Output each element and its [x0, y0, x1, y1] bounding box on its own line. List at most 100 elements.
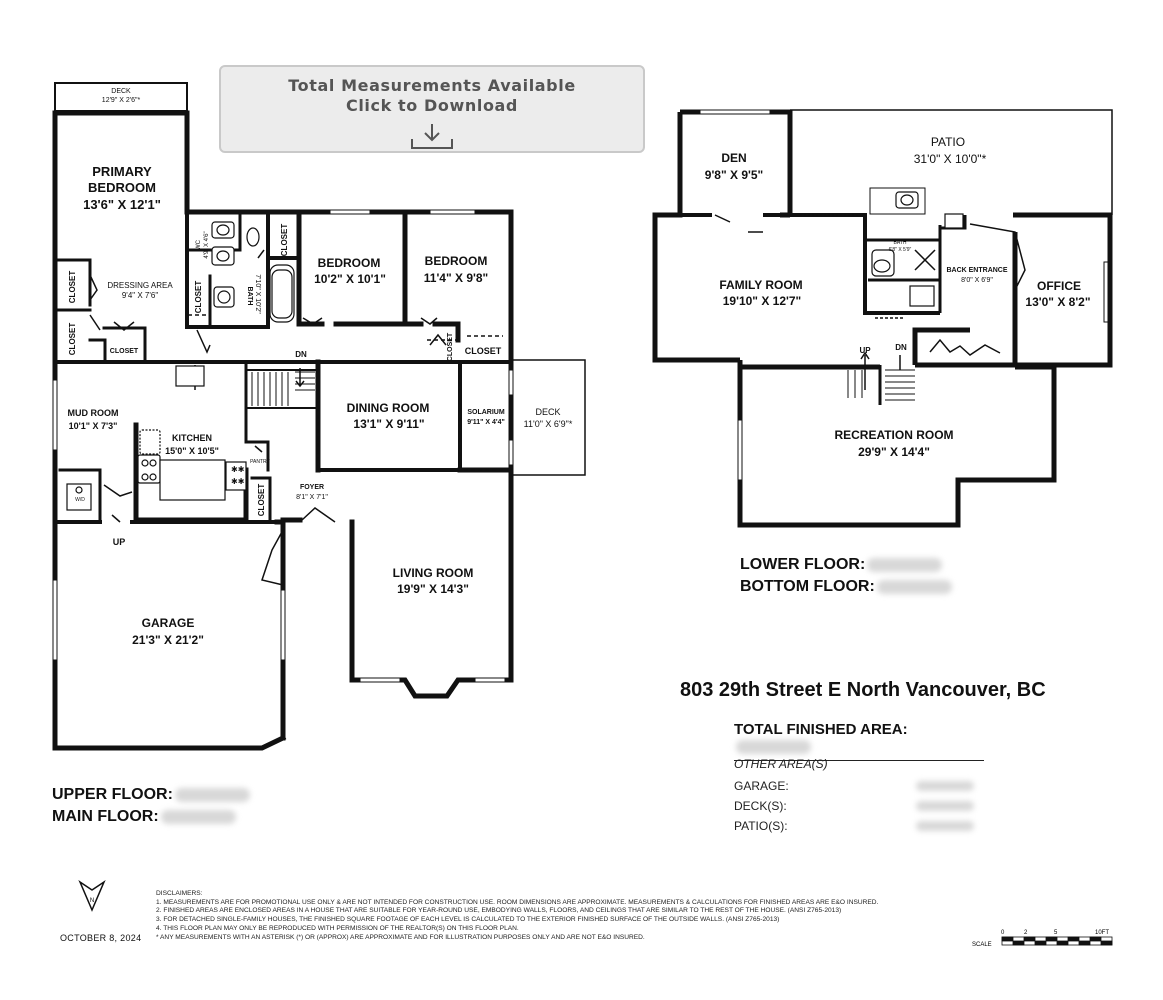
dining-room-dims: 13'1" X 9'11" [353, 417, 424, 431]
primary-bedroom-label-2: BEDROOM [88, 180, 156, 195]
deck-main-label: DECK [535, 407, 560, 417]
kitchen-dims: 15'0" X 10'5" [165, 446, 219, 456]
closet-label: CLOSET [465, 346, 502, 356]
patio-area-label: PATIO(S): [734, 819, 788, 833]
office-dims: 13'0" X 8'2" [1025, 295, 1090, 309]
redacted-value [916, 781, 974, 791]
report-date: OCTOBER 8, 2024 [60, 933, 142, 943]
up-label: UP [113, 537, 126, 547]
deck-area-label: DECK(S): [734, 799, 787, 813]
disclaimer-line: 1. MEASUREMENTS ARE FOR PROMOTIONAL USE … [156, 898, 879, 906]
patio-label: PATIO [931, 135, 965, 149]
redacted-value [174, 787, 250, 802]
patio-dims: 31'0" X 10'0"* [914, 152, 987, 166]
upper-fixtures: ✱✱ ✱✱ [66, 221, 295, 511]
other-areas-header: OTHER AREA(S) [734, 757, 828, 771]
scale-tick: 10FT [1095, 930, 1109, 936]
deck-main-dims: 11'0" X 6'9"* [524, 419, 573, 429]
foyer-dims: 8'1" X 7'1" [296, 494, 328, 501]
mud-room-dims: 10'1" X 7'3" [69, 421, 118, 431]
redacted-value [916, 821, 974, 831]
download-measurements-button[interactable]: Total Measurements Available Click to Do… [219, 65, 645, 153]
scale-tick: 0 [1001, 930, 1005, 936]
bedroom-2-dims: 10'2" X 10'1" [314, 272, 386, 286]
kitchen-label: KITCHEN [172, 433, 212, 443]
dn-label: DN [295, 350, 307, 359]
lower-floor-label: LOWER FLOOR: [740, 556, 866, 573]
recreation-room-dims: 29'9" X 14'4" [858, 445, 930, 459]
mud-room-label: MUD ROOM [68, 408, 119, 418]
lower-floor-summary: LOWER FLOOR: [740, 554, 943, 576]
total-finished-area-label: TOTAL FINISHED AREA: [734, 721, 908, 738]
pantry-label: PANTRY [250, 459, 270, 465]
disclaimer-line: 3. FOR DETACHED SINGLE-FAMILY HOUSES, TH… [156, 916, 780, 924]
solarium-label: SOLARIUM [467, 409, 505, 416]
living-room-label: LIVING ROOM [393, 566, 474, 580]
wc-label: WC [196, 239, 202, 250]
upper-floor-label: UPPER FLOOR: [52, 786, 173, 803]
bath-lower-label: BATH [894, 240, 907, 246]
dressing-area-dims: 9'4" X 7'6" [122, 291, 158, 300]
bedroom-2-label: BEDROOM [318, 256, 381, 270]
room-labels: DECK 12'9" X 2'6"* PRIMARY BEDROOM 13'6"… [68, 88, 1091, 647]
bottom-floor-summary: BOTTOM FLOOR: [740, 576, 952, 598]
primary-bedroom-label: PRIMARY [92, 164, 152, 179]
upper-floor-summary: UPPER FLOOR: [52, 784, 250, 806]
lower-stairs [847, 351, 915, 405]
closet-label: CLOSET [110, 348, 139, 355]
disclaimers-title: DISCLAIMERS: [156, 890, 203, 897]
north-label: N [90, 898, 94, 904]
disclaimers: DISCLAIMERS: 1. MEASUREMENTS ARE FOR PRO… [156, 890, 878, 942]
bottom-floor-label: BOTTOM FLOOR: [740, 578, 875, 595]
bath-lower-dims: 6'8" X 5'9" [889, 247, 912, 253]
scale-label: SCALE [972, 942, 992, 948]
den-label: DEN [721, 151, 746, 165]
family-room-label: FAMILY ROOM [719, 278, 802, 292]
redacted-value [876, 579, 952, 594]
scale-tick: 5 [1054, 930, 1058, 936]
redacted-value [160, 809, 236, 824]
wd-label: W/D [75, 497, 85, 503]
bath-upper-label: BATH [246, 287, 253, 306]
dining-room-label: DINING ROOM [347, 401, 430, 415]
download-title: Total Measurements Available [288, 76, 576, 95]
living-room-dims: 19'9" X 14'3" [397, 582, 469, 596]
main-floor-summary: MAIN FLOOR: [52, 806, 236, 828]
closet-label: CLOSET [280, 224, 289, 257]
total-finished-area: TOTAL FINISHED AREA: [734, 721, 984, 761]
back-entrance-dims: 8'0" X 6'9" [961, 277, 993, 284]
bath-upper-dims: 7'10" X 10'2" [254, 274, 261, 314]
svg-text:✱✱: ✱✱ [231, 477, 245, 486]
garage-area-label: GARAGE: [734, 779, 789, 793]
garage-dims: 21'3" X 21'2" [132, 633, 204, 647]
patio-outline [790, 109, 1113, 215]
family-room-dims: 19'10" X 12'7" [723, 294, 801, 308]
bedroom-3-label: BEDROOM [425, 254, 488, 268]
foyer-label: FOYER [300, 484, 324, 491]
redacted-value [867, 557, 943, 572]
closet-label: CLOSET [194, 281, 203, 314]
closet-label: CLOSET [447, 332, 454, 361]
closet-label: CLOSET [68, 323, 77, 356]
redacted-value [916, 801, 974, 811]
closet-label: CLOSET [257, 484, 266, 517]
recreation-room-label: RECREATION ROOM [834, 428, 953, 442]
redacted-value [736, 740, 811, 755]
disclaimer-line: 4. THIS FLOOR PLAN MAY ONLY BE REPRODUCE… [156, 924, 519, 932]
north-arrow-icon: N [78, 880, 106, 912]
lower-fixtures [871, 191, 964, 307]
solarium-dims: 9'11" X 4'4" [467, 419, 505, 426]
dressing-area-label: DRESSING AREA [107, 281, 173, 290]
primary-bedroom-dims: 13'6" X 12'1" [83, 197, 161, 212]
deck-top-dims: 12'9" X 2'6"* [102, 97, 141, 104]
den-dims: 9'8" X 9'5" [705, 168, 763, 182]
disclaimer-line: * ANY MEASUREMENTS WITH AN ASTERISK (*) … [156, 933, 645, 941]
download-subtitle: Click to Download [346, 96, 518, 115]
deck-area-row: DECK(S): [734, 796, 984, 816]
patio-area-row: PATIO(S): [734, 816, 984, 836]
main-floor-label: MAIN FLOOR: [52, 808, 159, 825]
disclaimer-line: 2. FINISHED AREAS ARE ENCLOSED AREAS IN … [156, 907, 842, 915]
other-areas-list: OTHER AREA(S) GARAGE: DECK(S): PATIO(S): [734, 756, 984, 836]
lower-door-swings [714, 214, 1026, 356]
